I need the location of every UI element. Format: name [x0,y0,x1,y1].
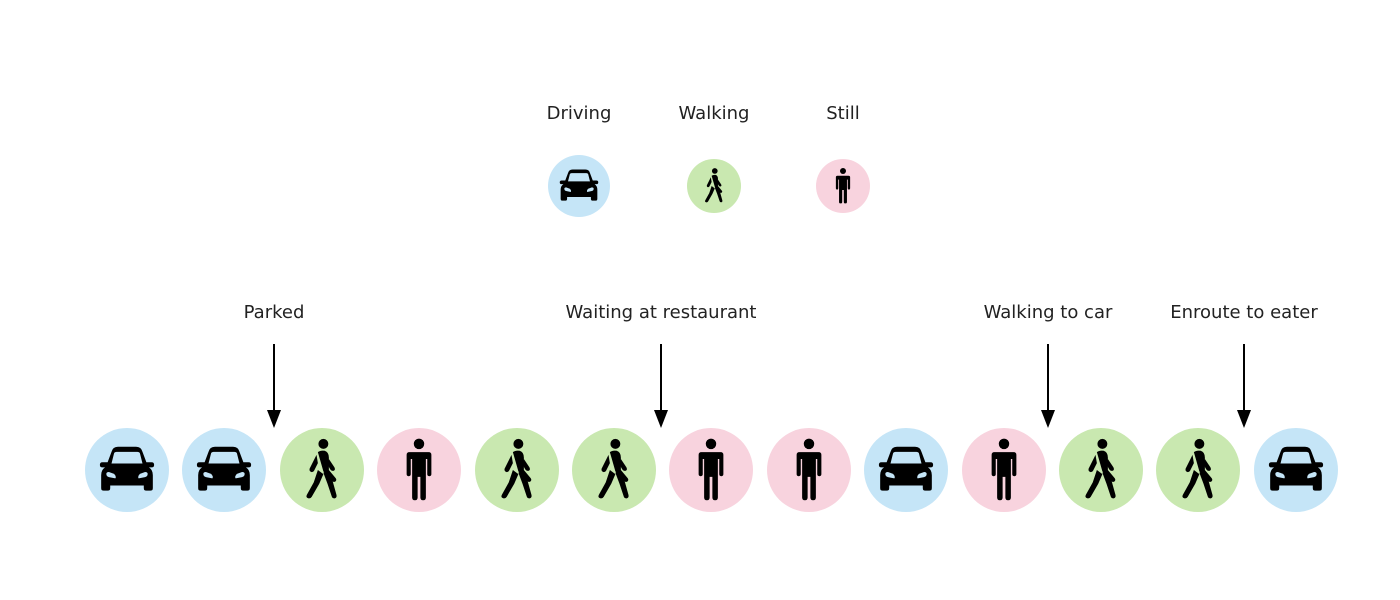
timeline-step-driving [1253,428,1338,512]
legend-circle-still [816,159,870,213]
timeline-step-driving [182,428,267,512]
standing-person-icon [835,167,851,204]
walking-person-icon [1182,438,1213,499]
walking-person-icon [306,438,337,499]
timeline-step-still [961,428,1046,512]
timeline-step-walking [279,428,364,512]
down-arrow-icon [266,344,282,428]
car-icon [197,446,252,491]
timeline-step-still [669,428,754,512]
car-icon [879,446,934,491]
timeline-step-walking [1156,428,1241,512]
walking-person-icon [1085,438,1116,499]
down-arrow-icon [653,344,669,428]
car-icon [1268,446,1323,491]
timeline-step-walking [572,428,656,512]
legend-circle-walking [687,159,741,213]
annotation-waiting-at-restaurant: Waiting at restaurant [565,302,757,323]
standing-person-icon [406,438,432,501]
timeline-step-still [377,428,462,512]
down-arrow-icon [1040,344,1056,428]
standing-person-icon [699,438,724,501]
annotation-walking-to-car: Walking to car [983,302,1113,323]
standing-person-icon [991,438,1016,501]
standing-person-icon [796,438,822,501]
annotation-parked: Parked [243,302,305,323]
walking-person-icon [598,438,629,499]
car-icon [559,169,599,201]
car-icon [99,446,155,491]
walking-person-icon [501,438,532,499]
legend-label-driving: Driving [546,103,612,124]
legend-label-still: Still [826,103,860,124]
timeline-step-still [766,428,851,512]
legend-circle-driving [548,155,610,217]
walking-person-icon [705,168,723,203]
down-arrow-icon [1236,344,1252,428]
timeline-step-walking [474,428,559,512]
timeline-step-driving [864,428,949,512]
legend-label-walking: Walking [678,103,750,124]
annotation-enroute-to-eater: Enroute to eater [1170,302,1318,323]
timeline-step-walking [1059,428,1143,512]
timeline-step-driving [85,428,169,512]
